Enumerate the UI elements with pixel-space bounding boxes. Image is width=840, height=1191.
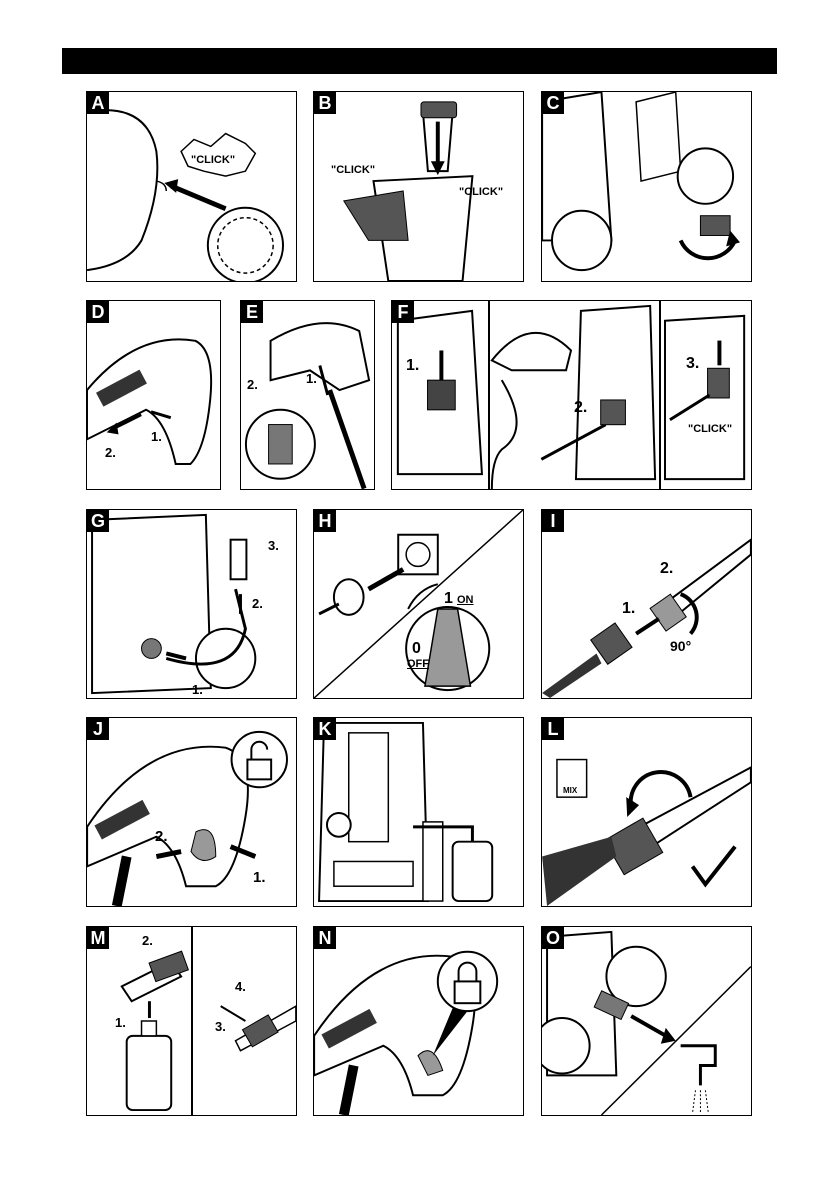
step-1: 1.: [622, 600, 635, 618]
panel-letter: N: [314, 927, 336, 949]
step-2: 2.: [155, 828, 168, 845]
panel-letter: L: [542, 718, 564, 740]
panel-letter: B: [314, 92, 336, 114]
panel-c: C: [541, 91, 752, 282]
illustration-nozzle-storage: [87, 92, 296, 281]
panel-e: E 1. 2.: [240, 300, 375, 490]
illustration-lance-attach: [542, 510, 751, 698]
panel-a: A "CLICK": [86, 91, 297, 282]
panel-letter: J: [87, 718, 109, 740]
panel-i: I 1. 2. 90°: [541, 509, 752, 699]
panel-letter: C: [542, 92, 564, 114]
panel-k: K: [313, 717, 524, 907]
illustration-gun-lock: [314, 927, 523, 1115]
panel-letter: O: [542, 927, 564, 949]
step-1: 1.: [115, 1015, 126, 1030]
illustration-wheel-adapter: [542, 92, 751, 281]
step-2: 2.: [247, 377, 258, 392]
step-2: 2.: [574, 399, 587, 417]
illustration-detergent-tube: [314, 718, 523, 906]
panel-l: L MIX: [541, 717, 752, 907]
step-1: 1.: [151, 429, 162, 444]
step-1: 1.: [253, 869, 266, 886]
on-text: ON: [457, 594, 474, 606]
click-label-right: "CLICK": [459, 186, 503, 198]
panel-f: F 1. 2. 3. "CLICK": [391, 300, 752, 490]
step-2: 2.: [660, 560, 673, 578]
off-value: 0: [412, 640, 421, 658]
panel-g: G 1. 2. 3.: [86, 509, 297, 699]
off-text: OFF: [407, 658, 429, 670]
step-3: 3.: [215, 1019, 226, 1034]
panel-letter: E: [241, 301, 263, 323]
step-4: 4.: [235, 979, 246, 994]
on-value: 1: [444, 590, 453, 608]
step-1: 1.: [306, 371, 317, 386]
panel-d: D 1. 2.: [86, 300, 221, 490]
step-3: 3.: [686, 355, 699, 373]
illustration-filter-clean: [542, 927, 751, 1115]
mix-label: MIX: [563, 786, 577, 795]
panel-letter: K: [314, 718, 336, 740]
angle-label: 90°: [670, 638, 691, 654]
step-1: 1.: [406, 357, 419, 375]
panel-letter: H: [314, 510, 336, 532]
step-2: 2.: [252, 596, 263, 611]
panel-letter: F: [392, 301, 414, 323]
step-3: 3.: [268, 538, 279, 553]
click-label: "CLICK": [191, 154, 235, 166]
panel-h: H 1 ON 0 OFF: [313, 509, 524, 699]
panel-n: N: [313, 926, 524, 1116]
illustration-water-supply: [87, 510, 296, 698]
illustration-hose-attach: [392, 301, 751, 489]
panel-letter: D: [87, 301, 109, 323]
step-1: 1.: [192, 682, 203, 697]
click-label: "CLICK": [688, 423, 732, 435]
header-bar: [62, 48, 777, 74]
step-2: 2.: [142, 933, 153, 948]
panel-letter: I: [542, 510, 564, 532]
panel-letter: A: [87, 92, 109, 114]
panel-m: M 1. 2. 3. 4.: [86, 926, 297, 1116]
illustration-hose-connect: [241, 301, 374, 489]
panel-o: O: [541, 926, 752, 1116]
panel-letter: G: [87, 510, 109, 532]
illustration-spray-mix: [542, 718, 751, 906]
step-2: 2.: [105, 445, 116, 460]
panel-b: B "CLICK" "CLICK": [313, 91, 524, 282]
panel-letter: M: [87, 927, 109, 949]
panel-j: J 1. 2.: [86, 717, 297, 907]
click-label-left: "CLICK": [331, 164, 375, 176]
illustration-gun-release: [87, 301, 220, 489]
